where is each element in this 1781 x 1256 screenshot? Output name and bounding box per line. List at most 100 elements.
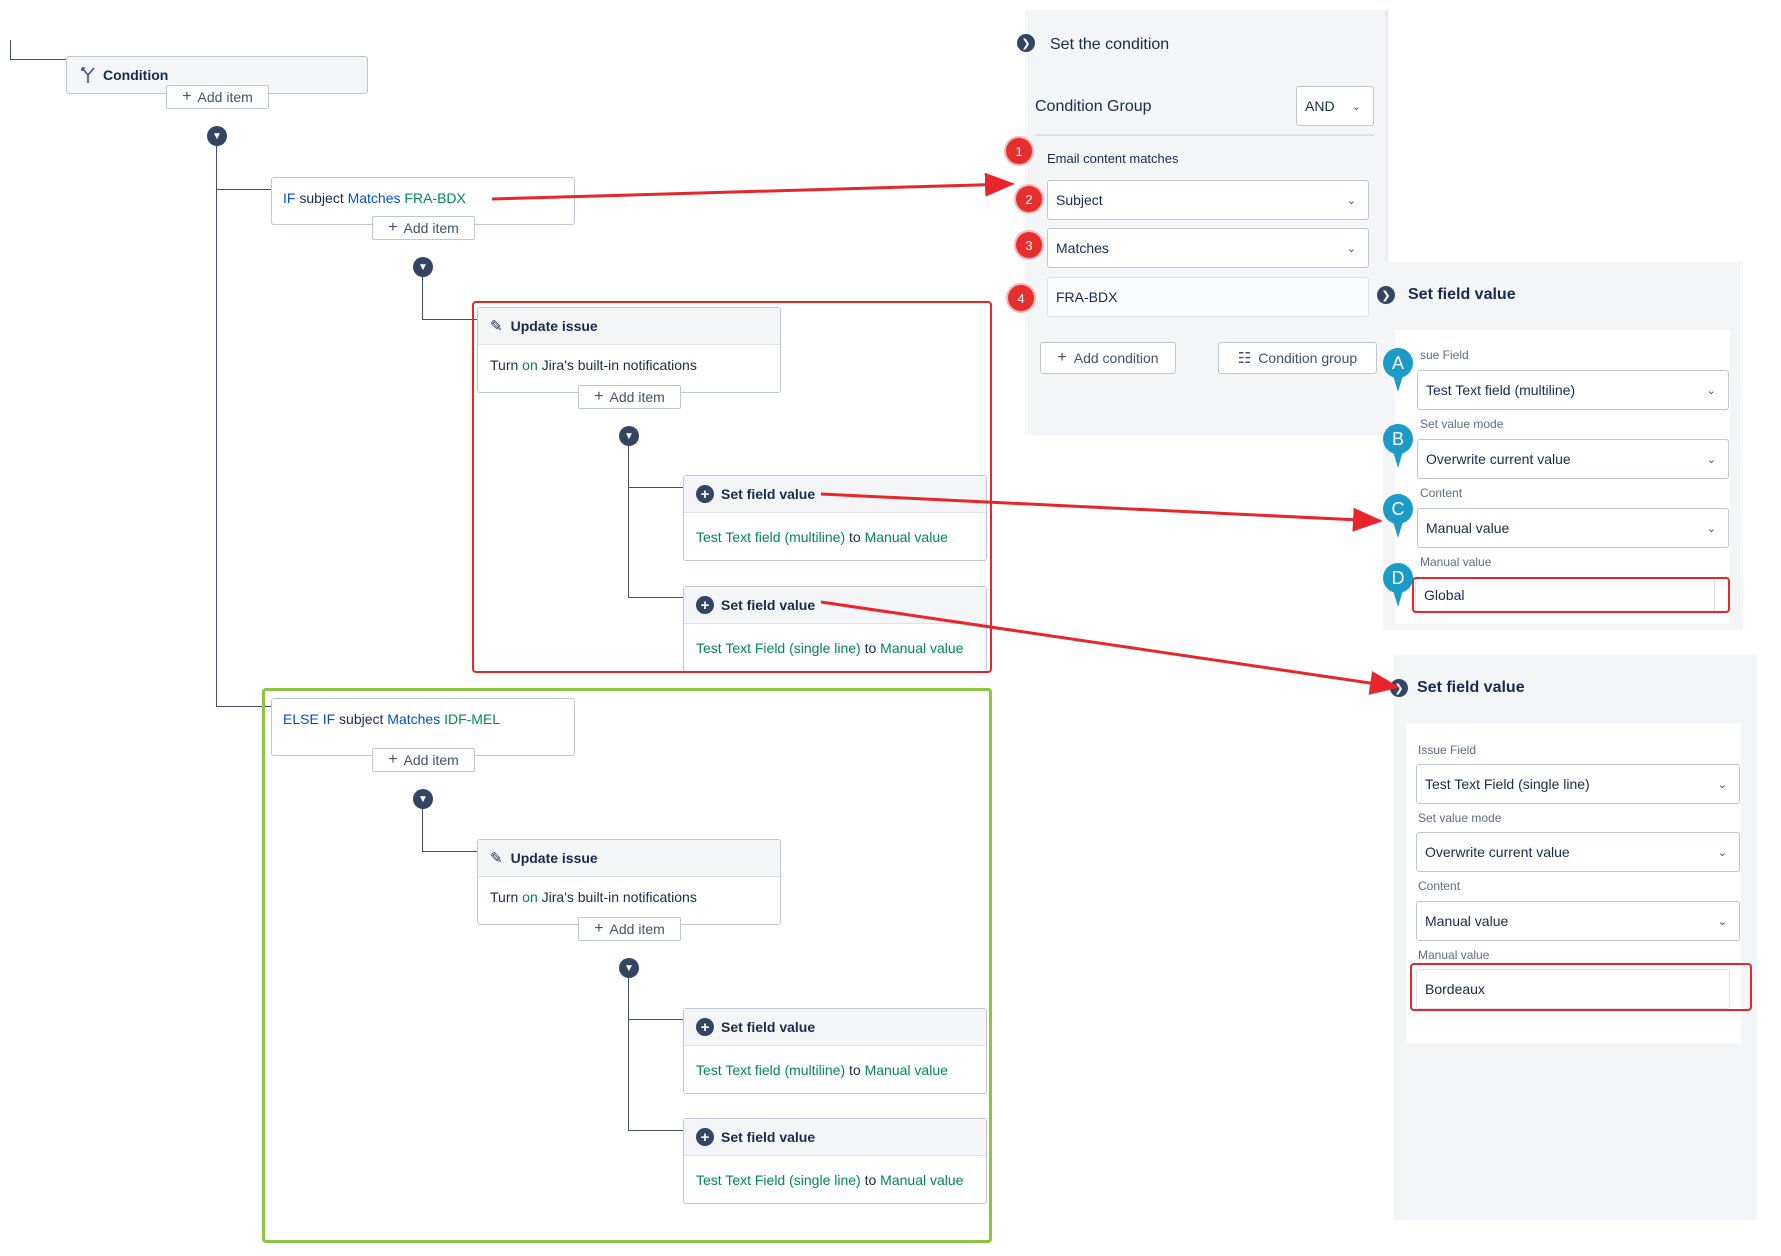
panel-form: Issue Field Test Text Field (single line…: [1406, 723, 1741, 1043]
pencil-icon: ✎: [490, 850, 503, 867]
content-select[interactable]: Manual value ⌄: [1416, 901, 1740, 941]
node-text: Jira's built-in notifications: [541, 889, 697, 905]
update-issue-node[interactable]: ✎ Update issue Turn on Jira's built-in n…: [477, 839, 781, 925]
panel-form: sue Field Test Text field (multiline)⌄ S…: [1395, 330, 1730, 624]
if-subject: subject: [299, 190, 344, 206]
node-text: to: [849, 529, 861, 545]
chevron-down-icon: ⌄: [1346, 242, 1356, 255]
if-operator: Matches: [347, 190, 401, 206]
node-text: to: [849, 1062, 861, 1078]
operator-select[interactable]: Matches ⌄: [1047, 228, 1369, 268]
content-label: Content: [1418, 879, 1461, 893]
field-select[interactable]: Subject⌄: [1047, 180, 1369, 220]
condition-group-operator-select[interactable]: AND⌄: [1296, 86, 1374, 126]
add-item-button[interactable]: +Add item: [578, 917, 681, 941]
set-field-panel-1: ❯ Set field value sue Field Test Text fi…: [1377, 262, 1743, 630]
add-item-button[interactable]: +Add item: [372, 216, 475, 240]
else-value: IDF-MEL: [444, 711, 501, 727]
collapse-toggle[interactable]: ▼: [619, 958, 639, 978]
set-value-mode-select[interactable]: Overwrite current value⌄: [1416, 832, 1740, 872]
if-value: FRA-BDX: [404, 190, 466, 206]
if-branch-highlight: [472, 301, 992, 673]
plus-icon: +: [1057, 349, 1067, 366]
chevron-right-icon[interactable]: ❯: [1377, 286, 1395, 304]
email-content-label: Email content matches: [1047, 151, 1179, 166]
select-value: Test Text Field (single line): [1425, 776, 1590, 792]
pin-letter: D: [1383, 563, 1413, 593]
node-title: Set field value: [721, 1129, 816, 1145]
manual-value-label: Manual value: [1420, 555, 1492, 569]
collapse-toggle[interactable]: ▼: [413, 257, 433, 277]
condition-group-label: Condition Group: [1035, 98, 1152, 115]
collapse-toggle[interactable]: ▼: [619, 426, 639, 446]
input-value: Bordeaux: [1425, 981, 1485, 997]
step-badge: 4: [1008, 285, 1034, 311]
add-condition-button[interactable]: +Add condition: [1040, 342, 1176, 374]
panel-divider: [1385, 10, 1388, 260]
else-if-condition-node[interactable]: ELSE IF subject Matches IDF-MEL: [271, 698, 575, 756]
chevron-down-icon: ⌄: [1706, 522, 1716, 535]
set-field-value-node[interactable]: +Set field value Test Text Field (single…: [683, 1118, 987, 1204]
if-keyword: IF: [283, 190, 296, 206]
condition-label: Condition: [103, 67, 169, 83]
select-value: Overwrite current value: [1426, 451, 1571, 467]
value-input[interactable]: FRA-BDX: [1047, 277, 1369, 317]
chevron-right-icon[interactable]: ❯: [1390, 679, 1408, 697]
input-value: FRA-BDX: [1056, 289, 1118, 305]
node-text: Turn: [490, 357, 519, 373]
condition-group-button[interactable]: ☷ Condition group: [1218, 342, 1377, 374]
chevron-down-icon: ⌄: [1351, 100, 1361, 113]
node-text: Jira's built-in notifications: [541, 357, 697, 373]
issue-field-select[interactable]: Test Text field (multiline) ⌄: [1417, 370, 1729, 410]
manual-value-highlight: [1412, 577, 1730, 613]
chevron-down-icon: ⌄: [1717, 915, 1727, 928]
chevron-right-icon[interactable]: ❯: [1017, 34, 1035, 52]
collapse-toggle[interactable]: ▼: [413, 789, 433, 809]
hierarchy-icon: ☷: [1237, 350, 1252, 367]
node-text: on: [522, 357, 538, 373]
issue-field-label: sue Field: [1420, 348, 1469, 362]
manual-value-highlight: [1410, 963, 1752, 1011]
set-field-value-node[interactable]: +Set field value Test Text field (multil…: [683, 1008, 987, 1094]
manual-value-input[interactable]: Global: [1415, 578, 1715, 612]
collapse-toggle[interactable]: ▼: [207, 126, 227, 146]
manual-value-label: Manual value: [1418, 948, 1490, 962]
node-text: on: [522, 889, 538, 905]
select-value: Manual value: [1425, 913, 1509, 929]
set-value-mode-label: Set value mode: [1418, 811, 1502, 825]
manual-value-input[interactable]: Bordeaux: [1416, 969, 1730, 1009]
set-field-panel-2: ❯ Set field value Issue Field Test Text …: [1390, 655, 1757, 1220]
map-pin-icon: D: [1383, 563, 1413, 609]
panel-title: Set field value: [1408, 286, 1516, 303]
node-text: to: [864, 1172, 877, 1188]
map-pin-icon: A: [1383, 348, 1413, 394]
add-item-button[interactable]: +Add item: [166, 85, 269, 109]
update-issue-node[interactable]: ✎ Update issue Turn on Jira's built-in n…: [477, 307, 781, 393]
node-text: Test Text Field (single line): [696, 1172, 861, 1188]
button-label: Condition group: [1258, 350, 1358, 366]
chevron-down-icon: ⌄: [1706, 453, 1716, 466]
else-branch-highlight: [262, 688, 992, 1243]
panel-divider: [1035, 134, 1374, 136]
else-keyword: ELSE IF: [283, 711, 336, 727]
select-value: Subject: [1056, 192, 1103, 208]
content-select[interactable]: Manual value⌄: [1417, 508, 1729, 548]
step-badge: 3: [1016, 232, 1042, 258]
add-item-button[interactable]: +Add item: [578, 385, 681, 409]
set-value-mode-select[interactable]: Overwrite current value ⌄: [1417, 439, 1729, 479]
node-title: Update issue: [510, 318, 598, 334]
select-value: Matches: [1056, 240, 1109, 256]
node-text: Manual value: [864, 1062, 948, 1078]
else-operator: Matches: [387, 711, 441, 727]
add-item-button[interactable]: +Add item: [372, 748, 475, 772]
select-value: Test Text field (multiline): [1426, 382, 1576, 398]
plus-circle-icon: +: [696, 1018, 714, 1036]
chevron-down-icon: ⌄: [1706, 384, 1716, 397]
node-title: Update issue: [510, 850, 598, 866]
branch-icon: [79, 66, 97, 84]
node-text: Turn: [490, 889, 519, 905]
plus-icon: +: [182, 88, 192, 105]
issue-field-select[interactable]: Test Text Field (single line)⌄: [1416, 764, 1740, 804]
map-pin-icon: B: [1383, 424, 1413, 470]
node-text: Test Text field (multiline): [696, 1062, 846, 1078]
